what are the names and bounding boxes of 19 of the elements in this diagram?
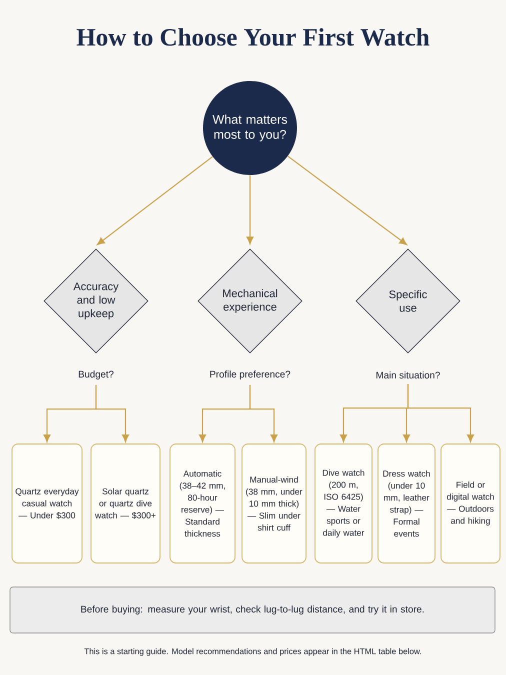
arrow <box>407 384 474 442</box>
question-label: Profile preference? <box>210 370 290 380</box>
title: How to Choose Your First Watch <box>76 28 430 46</box>
result-box: Quartz everyday casual watch — Under $300 <box>12 444 82 564</box>
arrow <box>246 175 254 244</box>
note-box: Before buying: measure your wrist, check lug-to-lug distance, and try it in store. <box>10 586 496 634</box>
result-box: Field or digital watch — Outdoors and hiking <box>440 444 500 564</box>
result-box: Solar quartz or quartz dive watch — $300+ <box>90 444 160 564</box>
result-box: Dive watch (200 m, ISO 6425) — Water sports or daily water <box>314 444 372 564</box>
question-label: Budget? <box>78 370 114 380</box>
arrow <box>249 385 278 442</box>
arrow <box>288 156 407 246</box>
result-box: Automatic (38–42 mm, 80-hour reserve) — Standard thickness <box>170 444 236 564</box>
question-label: Main situation? <box>376 372 440 379</box>
arrow <box>96 156 213 246</box>
result-box: Dress watch (under 10 mm, leather strap) — Formal events <box>378 444 436 564</box>
caption: This is a starting guide. Model recommendations and prices appear in the HTML table below. <box>84 648 421 656</box>
arrow <box>95 385 129 442</box>
result-box: Manual-wind (38 mm, under 10 mm thick) — Slim under shirt cuff <box>242 444 306 564</box>
